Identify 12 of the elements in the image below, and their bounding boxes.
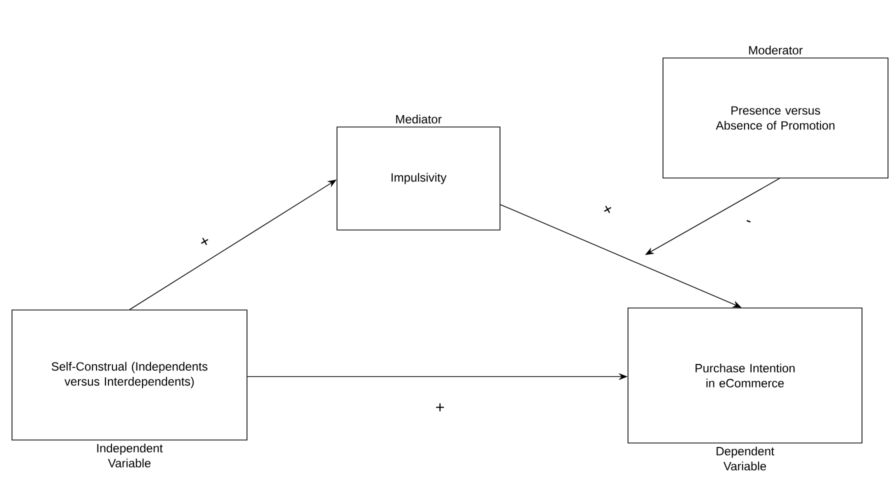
variable-box: Impulsivity xyxy=(336,126,500,230)
variable-box: Self-Construal (Independents versus Interdependents) xyxy=(12,310,248,440)
sign-label: + xyxy=(197,234,213,250)
variable-caption: Dependent Variable xyxy=(716,446,774,470)
box-heading: Mediator xyxy=(396,114,442,124)
variable-box: Presence versus Absence of Promotion xyxy=(662,58,888,178)
variable-box: Purchase Intention in eCommerce xyxy=(628,308,862,444)
box-heading: Moderator xyxy=(749,46,803,54)
sign-label: + xyxy=(434,402,446,414)
sign-label: - xyxy=(743,218,753,228)
sign-label: + xyxy=(600,202,616,218)
variable-caption: Independent Variable xyxy=(97,444,163,468)
